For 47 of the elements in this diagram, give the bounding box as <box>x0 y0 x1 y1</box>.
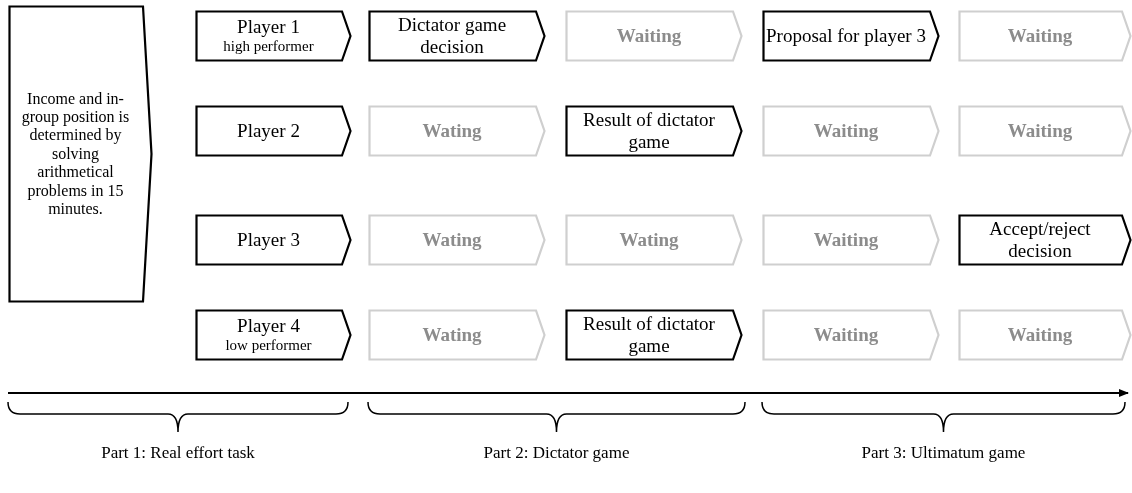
step-text: Wating <box>422 120 482 142</box>
step-text: Waiting <box>1007 324 1073 346</box>
step-text: Waiting <box>813 120 879 142</box>
step-text: Waiting <box>1007 25 1073 47</box>
stage-box <box>195 309 352 361</box>
phase-label: Part 2: Dictator game <box>483 443 630 463</box>
step-subtext: high performer <box>223 38 314 56</box>
step-text: Result of dictator game <box>582 109 716 153</box>
step-text: Waiting <box>813 324 879 346</box>
intro-box <box>8 5 153 303</box>
stage-box <box>195 105 352 157</box>
waiting-box <box>368 105 546 157</box>
waiting-box <box>958 10 1132 62</box>
step-text: Waiting <box>616 25 682 47</box>
waiting-box <box>762 309 940 361</box>
waiting-box <box>762 105 940 157</box>
waiting-box <box>958 309 1132 361</box>
stage-box <box>565 309 743 361</box>
waiting-box <box>565 214 743 266</box>
stage-box <box>565 105 743 157</box>
waiting-box <box>368 214 546 266</box>
step-text: Wating <box>619 229 679 251</box>
step-text: Result of dictator game <box>582 313 716 357</box>
step-text: Waiting <box>1007 120 1073 142</box>
waiting-box <box>565 10 743 62</box>
step-text: Income and in-group position is determined by solving arithmetical problems in 15 minutes. <box>20 89 131 219</box>
waiting-box <box>368 309 546 361</box>
waiting-box <box>762 214 940 266</box>
stage-box <box>368 10 546 62</box>
step-subtext: low performer <box>225 337 312 355</box>
step-text: Proposal for player 3 <box>766 25 926 47</box>
step-text: Waiting <box>813 229 879 251</box>
step-text: Accept/reject decision <box>988 218 1092 262</box>
waiting-box <box>958 105 1132 157</box>
step-text: Player 4 <box>237 315 300 338</box>
step-text: Wating <box>422 229 482 251</box>
step-text: Player 2 <box>237 120 300 142</box>
step-text: Wating <box>422 324 482 346</box>
step-text: Player 1 <box>237 16 300 39</box>
stage-box <box>762 10 940 62</box>
stage-box <box>958 214 1132 266</box>
phase-label: Part 3: Ultimatum game <box>861 443 1026 463</box>
stage-box <box>195 214 352 266</box>
step-text: Player 3 <box>237 229 300 251</box>
stage-box <box>195 10 352 62</box>
phase-label: Part 1: Real effort task <box>101 443 255 463</box>
step-text: Dictator game decision <box>396 14 508 58</box>
